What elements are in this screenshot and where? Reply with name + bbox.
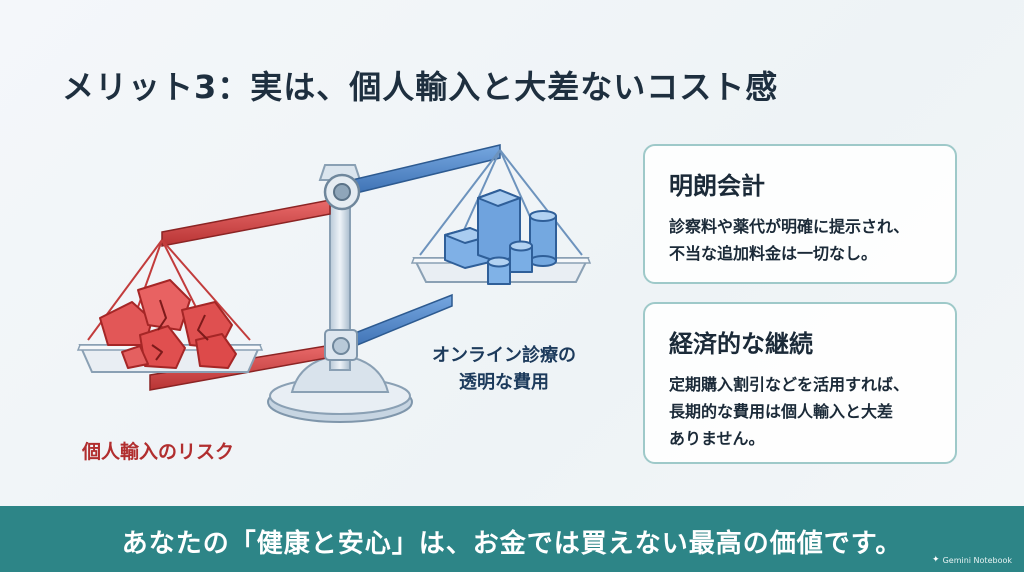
broken-blocks-icon [99,279,237,369]
card-text-line: 定期購入割引などを活用すれば、 [669,375,910,394]
slide-title: メリット3：実は、個人輸入と大差ないコスト感 [62,68,779,106]
transparent-cost-label-line2: 透明な費用 [459,372,549,393]
transparent-cost-label: オンライン診療の 透明な費用 [404,342,604,396]
risk-label: 個人輸入のリスク [82,441,235,463]
brand-watermark: ✦ Gemini Notebook [932,555,1012,565]
card-title: 明朗会計 [669,172,765,200]
card-text-line: ありません。 [669,429,765,448]
brand-name: Gemini Notebook [942,555,1012,565]
sparkle-icon: ✦ [932,555,940,565]
card-text-line: 不当な追加料金は一切なし。 [669,244,878,263]
lower-beam-blue [349,293,453,350]
beam-blue [351,144,501,195]
card-text-line: 長期的な費用は個人輸入と大差 [669,402,894,421]
card-title: 経済的な継続 [669,330,813,358]
banner-message: あなたの「健康と安心」は、お金では買えない最高の価値です。 [121,529,903,559]
card-text-line: 診察料や薬代が明確に提示され、 [669,217,910,236]
beam-red [161,199,331,247]
card-economic-continuation: 経済的な継続 定期購入割引などを活用すれば、 長期的な費用は個人輸入と大差 あり… [643,302,957,464]
blue-blocks-icon [444,189,557,285]
transparent-cost-label-line1: オンライン診療の [432,345,576,366]
bottom-banner: あなたの「健康と安心」は、お金では買えない最高の価値です。 ✦ Gemini N… [0,506,1024,572]
card-clear-accounting: 明朗会計 診察料や薬代が明確に提示され、 不当な追加料金は一切なし。 [643,144,957,284]
